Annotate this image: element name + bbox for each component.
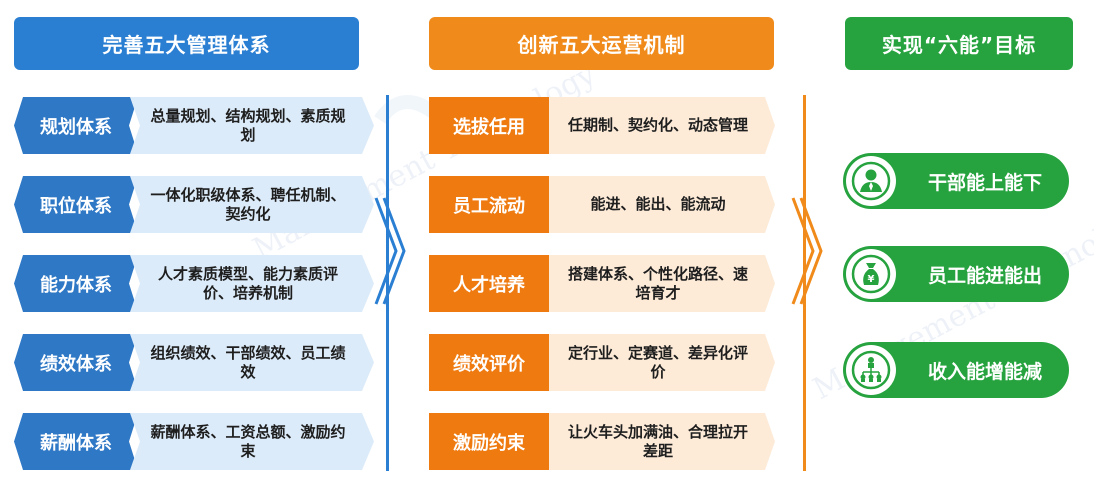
operation-row: 人才培养 搭建体系、个性化路径、速培育才 bbox=[429, 255, 775, 312]
goal-header-title: 实现“六能”目标 bbox=[881, 33, 1037, 57]
operation-tag: 激励约束 bbox=[429, 413, 549, 470]
operation-tag: 员工流动 bbox=[429, 176, 549, 233]
management-tag: 职位体系 bbox=[14, 176, 138, 233]
operation-desc: 搭建体系、个性化路径、速培育才 bbox=[549, 255, 775, 312]
operation-header-title: 创新五大运营机制 bbox=[517, 33, 686, 57]
management-tag: 规划体系 bbox=[14, 97, 138, 154]
orange-divider-line bbox=[803, 95, 806, 471]
goal-label: 员工能进能出 bbox=[927, 264, 1042, 287]
management-desc: 人才素质模型、能力素质评价、培养机制 bbox=[130, 255, 374, 312]
operation-desc: 任期制、契约化、动态管理 bbox=[549, 97, 775, 154]
management-desc: 总量规划、结构规划、素质规划 bbox=[130, 97, 374, 154]
management-tag: 能力体系 bbox=[14, 255, 138, 312]
watermark-text: Management Technology bbox=[247, 57, 601, 268]
management-header: 完善五大管理体系 bbox=[14, 17, 359, 70]
operation-tag: 绩效评价 bbox=[429, 334, 549, 391]
management-row: 规划体系 总量规划、结构规划、素质规划 bbox=[14, 97, 360, 154]
goal-item: ¥ 员工能进能出 bbox=[843, 246, 1069, 302]
management-desc: 组织绩效、干部绩效、员工绩效 bbox=[130, 334, 374, 391]
blue-divider-line bbox=[386, 95, 389, 471]
org-hierarchy-icon bbox=[846, 345, 896, 395]
operation-tag: 人才培养 bbox=[429, 255, 549, 312]
goal-header: 实现“六能”目标 bbox=[845, 17, 1073, 70]
management-row: 能力体系 人才素质模型、能力素质评价、培养机制 bbox=[14, 255, 360, 312]
manager-person-icon bbox=[846, 156, 896, 206]
orange-chevron-icon bbox=[791, 197, 823, 305]
goal-label: 收入能增能减 bbox=[927, 360, 1042, 383]
goal-item: 干部能上能下 bbox=[843, 153, 1069, 209]
management-row: 绩效体系 组织绩效、干部绩效、员工绩效 bbox=[14, 334, 360, 391]
management-desc: 薪酬体系、工资总额、激励约束 bbox=[130, 413, 374, 470]
operation-header: 创新五大运营机制 bbox=[429, 17, 774, 70]
management-header-title: 完善五大管理体系 bbox=[102, 33, 271, 57]
operation-row: 激励约束 让火车头加满油、合理拉开差距 bbox=[429, 413, 775, 470]
blue-chevron-icon bbox=[374, 197, 406, 305]
yuan-money-bag-icon: ¥ bbox=[846, 249, 896, 299]
management-row: 职位体系 一体化职级体系、聘任机制、契约化 bbox=[14, 176, 360, 233]
operation-desc: 定行业、定赛道、差异化评价 bbox=[549, 334, 775, 391]
management-desc: 一体化职级体系、聘任机制、契约化 bbox=[130, 176, 374, 233]
goal-label: 干部能上能下 bbox=[927, 171, 1042, 194]
operation-row: 选拔任用 任期制、契约化、动态管理 bbox=[429, 97, 775, 154]
management-tag: 薪酬体系 bbox=[14, 413, 138, 470]
operation-tag: 选拔任用 bbox=[429, 97, 549, 154]
management-tag: 绩效体系 bbox=[14, 334, 138, 391]
goal-item: 收入能增能减 bbox=[843, 342, 1069, 398]
operation-desc: 让火车头加满油、合理拉开差距 bbox=[549, 413, 775, 470]
operation-row: 员工流动 能进、能出、能流动 bbox=[429, 176, 775, 233]
svg-text:¥: ¥ bbox=[868, 274, 875, 285]
management-row: 薪酬体系 薪酬体系、工资总额、激励约束 bbox=[14, 413, 360, 470]
operation-desc: 能进、能出、能流动 bbox=[549, 176, 775, 233]
operation-row: 绩效评价 定行业、定赛道、差异化评价 bbox=[429, 334, 775, 391]
